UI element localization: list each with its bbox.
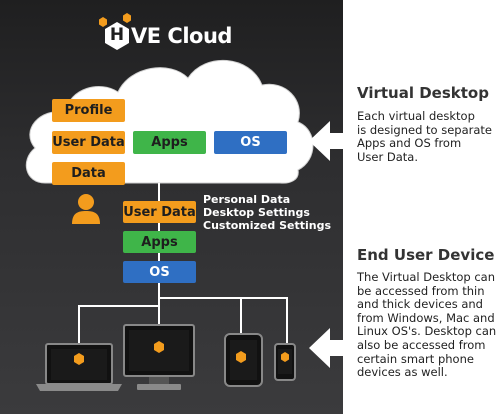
device-hex-markers xyxy=(74,341,289,365)
info-line: Desktop Settings xyxy=(203,206,310,219)
info-line: Personal Data xyxy=(203,193,291,206)
description-line: be accessed from thin xyxy=(357,283,485,298)
cloud-os-box: OS xyxy=(214,131,287,154)
end-user-device-description: The Virtual Desktop can be accessed from… xyxy=(357,270,497,380)
cloud-profile-box: Profile xyxy=(52,99,125,122)
description-line: User Data. xyxy=(357,149,418,164)
device-connector-lines xyxy=(78,297,288,345)
description-line: Apps and OS from xyxy=(357,136,462,151)
stack-apps-box: Apps xyxy=(123,231,196,253)
arrow-left-icon-device xyxy=(309,328,345,368)
description-line: and thick devices and xyxy=(357,297,483,312)
info-line: Customized Settings xyxy=(203,219,331,232)
virtual-desktop-description: Each virtual desktop is designed to sepa… xyxy=(357,109,497,164)
stack-os-box: OS xyxy=(123,261,196,283)
description-line: is designed to separate xyxy=(357,122,492,137)
user-icon xyxy=(72,194,100,224)
description-line: certain smart phone xyxy=(357,351,474,366)
monitor-icon xyxy=(123,324,195,390)
description-line: Each virtual desktop xyxy=(357,109,475,123)
logo-letter: H xyxy=(109,25,125,45)
cloud-apps-box: Apps xyxy=(133,131,206,154)
description-line: devices as well. xyxy=(357,365,448,380)
laptop-icon xyxy=(36,343,122,391)
description-line: from Windows, Mac and xyxy=(357,310,495,325)
logo-text: VE Cloud xyxy=(131,24,232,48)
end-user-device-title: End User Device xyxy=(357,246,495,264)
arrow-left-icon xyxy=(309,121,345,161)
virtual-desktop-title: Virtual Desktop xyxy=(357,84,489,102)
stack-user-data-box: User Data xyxy=(123,201,196,223)
user-data-details: Personal Data Desktop Settings Customize… xyxy=(203,193,331,232)
cloud-data-box: Data xyxy=(52,162,125,185)
hex-logo-icon xyxy=(99,13,131,50)
cloud-user-data-box: User Data xyxy=(52,131,125,154)
description-line: The Virtual Desktop can xyxy=(357,270,496,284)
hive-cloud-logo: H VE Cloud xyxy=(98,16,233,56)
description-line: also be accessed from xyxy=(357,337,486,352)
description-line: Linux OS's. Desktop can xyxy=(357,324,497,339)
